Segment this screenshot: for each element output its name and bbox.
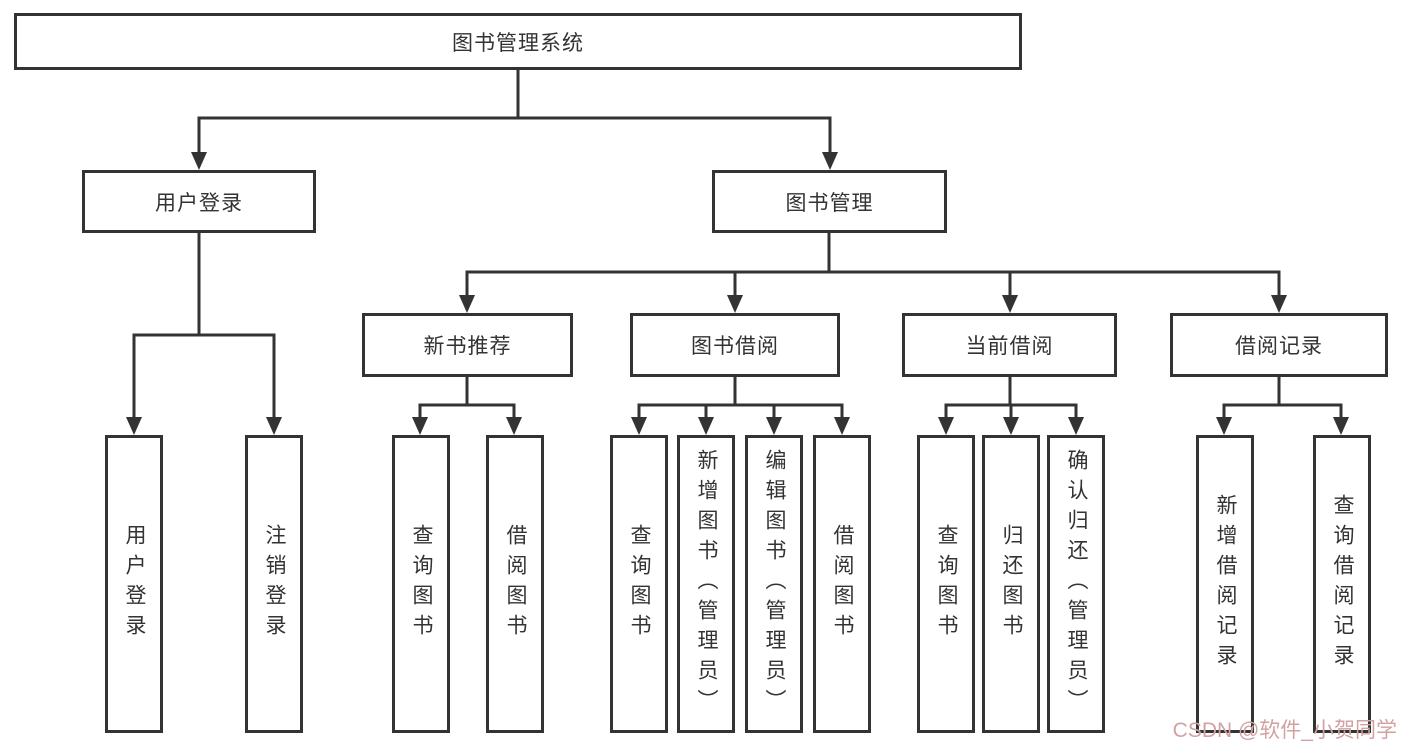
connector-paths <box>132 69 1343 419</box>
node-book-borrow-label: 图书借阅 <box>691 335 779 358</box>
node-book-management: 图书管理 <box>712 170 947 233</box>
leaf-query-books-current-label: 查询图书 <box>935 524 958 644</box>
leaf-borrow-books-recommend-label: 借阅图书 <box>504 524 527 644</box>
leaf-query-borrow-record: 查询借阅记录 <box>1313 435 1371 733</box>
leaf-confirm-return-admin: 确认归还（管理员） <box>1047 435 1105 733</box>
leaf-edit-book-admin: 编辑图书（管理员） <box>745 435 803 733</box>
node-root-label: 图书管理系统 <box>452 31 584 55</box>
node-borrow-records-label: 借阅记录 <box>1235 335 1323 358</box>
leaf-return-book-label: 归还图书 <box>1000 524 1023 644</box>
node-book-management-label: 图书管理 <box>785 191 874 215</box>
leaf-edit-book-admin-label: 编辑图书（管理员） <box>763 449 786 719</box>
leaf-query-borrow-record-label: 查询借阅记录 <box>1331 494 1354 674</box>
leaf-logout-label: 注销登录 <box>263 524 286 644</box>
leaf-query-books-borrow-label: 查询图书 <box>628 524 651 644</box>
leaf-add-borrow-record-label: 新增借阅记录 <box>1214 494 1237 674</box>
node-borrow-records: 借阅记录 <box>1170 313 1388 377</box>
node-user-login-label: 用户登录 <box>155 191 243 215</box>
leaf-query-books-recommend: 查询图书 <box>392 435 450 733</box>
node-current-borrow-label: 当前借阅 <box>965 335 1054 358</box>
leaf-query-books-current: 查询图书 <box>917 435 975 733</box>
leaf-borrow-books-recommend: 借阅图书 <box>486 435 544 733</box>
csdn-watermark: CSDN @软件_小贺同学 <box>1172 719 1397 742</box>
node-root: 图书管理系统 <box>14 13 1022 70</box>
node-new-book-recommend-label: 新书推荐 <box>423 335 512 358</box>
leaf-add-borrow-record: 新增借阅记录 <box>1196 435 1254 733</box>
leaf-query-books-recommend-label: 查询图书 <box>410 524 433 644</box>
node-book-borrow: 图书借阅 <box>630 313 840 377</box>
node-current-borrow: 当前借阅 <box>902 313 1117 377</box>
leaf-user-login-label: 用户登录 <box>123 524 146 644</box>
leaf-user-login: 用户登录 <box>105 435 163 733</box>
leaf-confirm-return-admin-label: 确认归还（管理员） <box>1065 449 1088 719</box>
leaf-query-books-borrow: 查询图书 <box>610 435 668 733</box>
leaf-logout: 注销登录 <box>245 435 303 733</box>
leaf-add-book-admin: 新增图书（管理员） <box>677 435 735 733</box>
arrowheads <box>126 152 1349 435</box>
leaf-borrow-books-label: 借阅图书 <box>831 524 854 644</box>
node-user-login: 用户登录 <box>82 170 316 233</box>
node-new-book-recommend: 新书推荐 <box>362 313 573 377</box>
leaf-borrow-books: 借阅图书 <box>813 435 871 733</box>
leaf-return-book: 归还图书 <box>982 435 1040 733</box>
leaf-add-book-admin-label: 新增图书（管理员） <box>695 449 718 719</box>
